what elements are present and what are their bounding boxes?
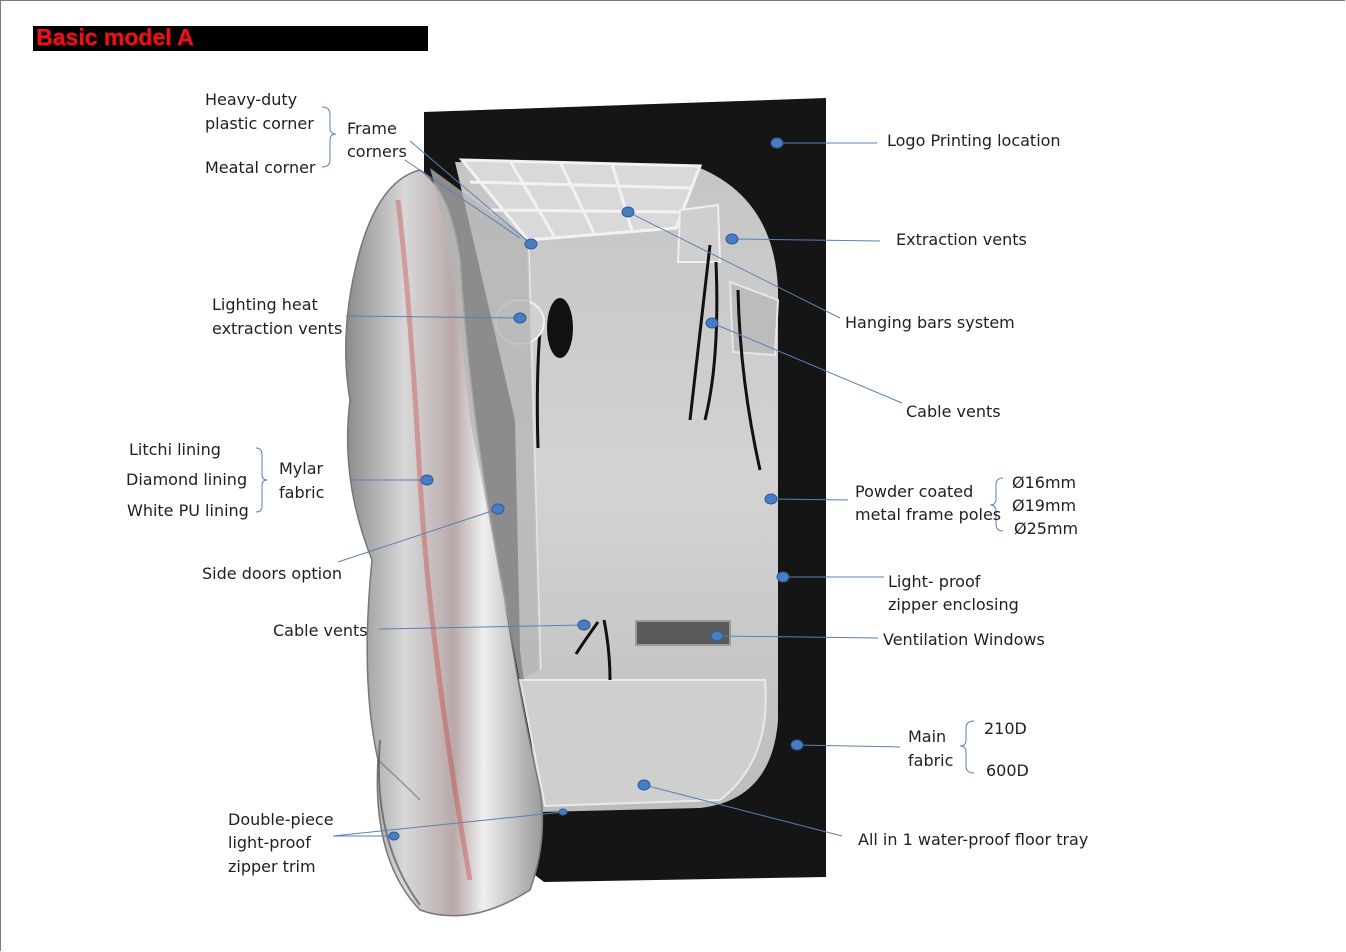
- label-frame: Frame: [347, 119, 397, 138]
- ceiling-frame: [458, 158, 703, 242]
- label-plastic-corner: plastic corner: [205, 114, 314, 133]
- label-hanging-bars: Hanging bars system: [845, 313, 1015, 332]
- label-light-proof-zipper-1: Light- proof: [888, 572, 981, 591]
- label-mylar-fabric: fabric: [279, 483, 325, 502]
- marker-side-door: [491, 503, 505, 515]
- marker-main-fabric: [790, 739, 804, 751]
- brackets: [255, 106, 1004, 774]
- leader-lines: [332, 140, 903, 837]
- label-light-proof: light-proof: [228, 833, 311, 852]
- label-double-piece: Double-piece: [228, 810, 334, 829]
- label-diameter-25: Ø25mm: [1014, 519, 1079, 538]
- label-diameter-16: Ø16mm: [1012, 473, 1077, 492]
- label-zipper-trim: zipper trim: [228, 857, 316, 876]
- title-bar: Basic model A: [33, 24, 428, 51]
- label-diameter-19: Ø19mm: [1012, 496, 1077, 515]
- label-cable-vents-left: Cable vents: [273, 621, 368, 640]
- label-extraction-vents-left: extraction vents: [212, 319, 343, 338]
- label-diamond-lining: Diamond lining: [126, 470, 248, 489]
- label-600d: 600D: [986, 761, 1029, 780]
- label-litchi-lining: Litchi lining: [129, 440, 221, 459]
- floor-tray: [518, 679, 767, 808]
- label-main-fabric: fabric: [908, 751, 954, 770]
- marker-lighting-vent: [513, 312, 527, 324]
- label-white-pu-lining: White PU lining: [127, 501, 249, 520]
- label-extraction-vents-right: Extraction vents: [896, 230, 1027, 249]
- marker-ventilation-window: [710, 630, 724, 642]
- side-panel: [430, 168, 540, 790]
- label-logo-printing: Logo Printing location: [887, 131, 1061, 150]
- marker-cable-vent-left: [577, 619, 591, 631]
- label-mylar: Mylar: [279, 459, 324, 478]
- marker-frame-corner: [524, 238, 538, 250]
- extraction-vent-sock: [676, 203, 722, 263]
- label-main: Main: [908, 727, 947, 746]
- marker-zipper: [776, 571, 790, 583]
- label-meatal-corner: Meatal corner: [205, 158, 316, 177]
- label-floor-tray: All in 1 water-proof floor tray: [858, 830, 1089, 849]
- marker-floor-tray: [637, 779, 651, 791]
- label-metal-frame-poles: metal frame poles: [855, 505, 1002, 524]
- marker-dots: [388, 137, 804, 841]
- label-ventilation-windows: Ventilation Windows: [883, 630, 1045, 649]
- marker-extraction-vent: [725, 233, 739, 245]
- label-light-proof-zipper-2: zipper enclosing: [888, 595, 1019, 614]
- marker-mylar: [420, 474, 434, 486]
- label-side-doors: Side doors option: [202, 564, 343, 583]
- label-cable-vents-right: Cable vents: [906, 402, 1001, 421]
- label-210d: 210D: [984, 719, 1027, 738]
- label-lighting-heat: Lighting heat: [212, 295, 318, 314]
- label-heavy-duty: Heavy-duty: [205, 90, 298, 109]
- marker-hanging-bars: [621, 206, 635, 218]
- marker-frame-pole: [764, 493, 778, 505]
- marker-cable-vent-right: [705, 317, 719, 329]
- marker-logo: [770, 137, 784, 149]
- marker-zipper-trim-a: [388, 831, 400, 841]
- marker-zipper-trim-b: [558, 808, 568, 816]
- label-powder-coated: Powder coated: [855, 482, 974, 501]
- page-title: Basic model A: [36, 24, 194, 50]
- label-corners: corners: [347, 142, 407, 161]
